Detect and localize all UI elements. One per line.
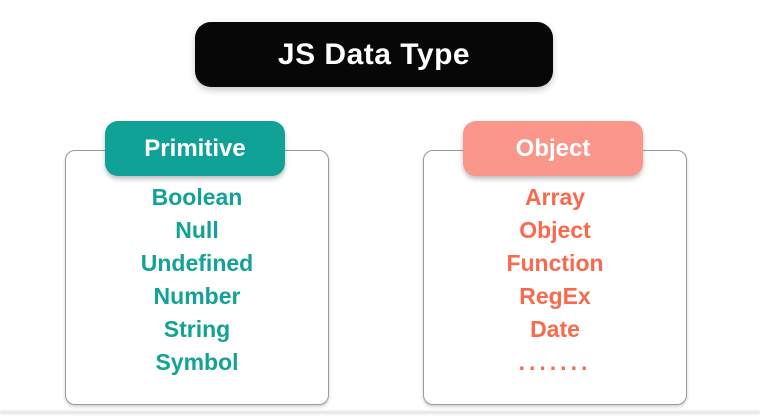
list-item: Date [530,316,580,342]
list-item: Object [519,217,591,243]
object-header-pill: Object [463,121,643,176]
page-bottom-shadow [0,411,760,414]
list-item: ....... [518,349,592,375]
object-type-list: Array Object Function RegEx Date ....... [424,181,686,379]
list-item: RegEx [519,283,591,309]
list-item: Function [506,250,604,276]
primitive-header-label: Primitive [144,134,246,162]
list-item: Undefined [140,250,254,276]
primitive-type-list: Boolean Null Undefined Number String Sym… [66,181,328,379]
primitive-card: Boolean Null Undefined Number String Sym… [65,150,329,405]
list-item: Null [175,217,219,243]
list-item: Number [153,283,241,309]
js-data-type-title-box: JS Data Type [195,22,553,87]
diagram-title: JS Data Type [277,37,471,71]
list-item: Symbol [155,349,239,375]
object-header-label: Object [515,134,591,162]
primitive-header-pill: Primitive [105,121,285,176]
object-card: Array Object Function RegEx Date ....... [423,150,687,405]
list-item: Array [524,184,586,210]
list-item: String [163,316,231,342]
list-item: Boolean [151,184,243,210]
